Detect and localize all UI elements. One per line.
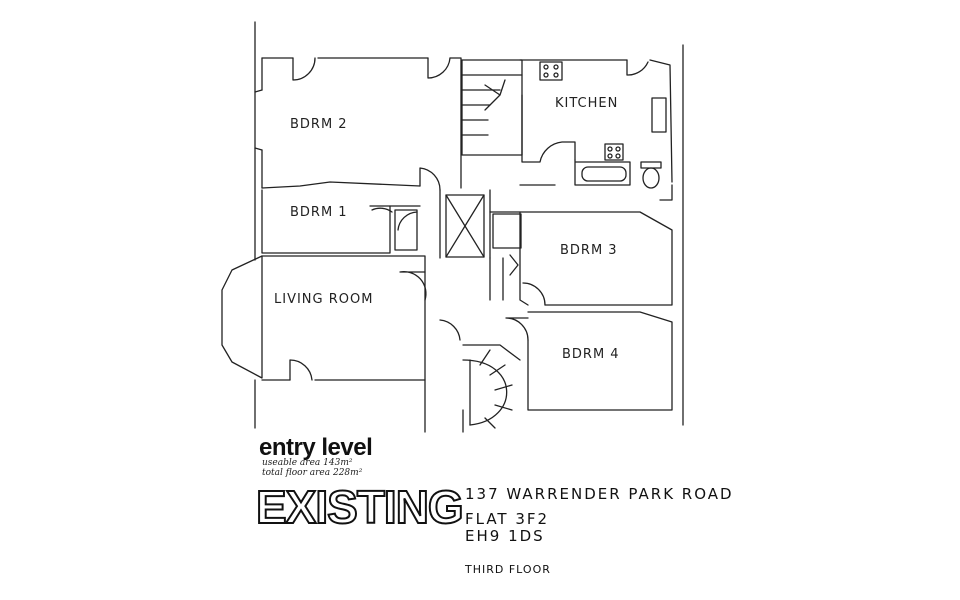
- living-room-bay: [221, 255, 263, 379]
- bedroom-2-south-wall: [261, 181, 421, 189]
- sink: [651, 97, 667, 133]
- main-stair: [461, 59, 523, 156]
- room-label-bedroom-4: BDRM 4: [562, 347, 620, 362]
- bedroom-3-cupboard: [492, 213, 522, 249]
- bedroom-1-door: [419, 167, 441, 191]
- bedroom-4-door: [505, 317, 529, 341]
- floor-label: THIRD FLOOR: [465, 563, 551, 576]
- bedroom-3-door: [522, 282, 546, 306]
- hob-2: [604, 143, 624, 161]
- bedroom-4-walls: [527, 311, 673, 411]
- room-label-kitchen: KITCHEN: [555, 96, 619, 111]
- living-room-hall-door: [399, 270, 427, 301]
- room-label-bedroom-2: BDRM 2: [290, 117, 348, 132]
- room-label-living-room: LIVING ROOM: [274, 292, 374, 307]
- level-title: entry level: [259, 434, 373, 461]
- hob: [539, 61, 563, 81]
- useable-area-note: useable area 143m²: [262, 458, 353, 468]
- bathtub: [574, 159, 631, 186]
- bedroom-1-cupboard: [394, 209, 418, 251]
- living-room-walls: [261, 255, 426, 381]
- bedroom-2-door-2: [427, 57, 451, 79]
- kitchen-walls: [519, 59, 673, 183]
- address-line-3: EH9 1DS: [465, 527, 545, 545]
- room-label-bedroom-1: BDRM 1: [290, 205, 348, 220]
- existing-stamp: EXISTING: [255, 481, 465, 533]
- living-room-door: [289, 359, 313, 381]
- room-label-bedroom-3: BDRM 3: [560, 243, 618, 258]
- total-floor-area-note: total floor area 228m²: [262, 468, 363, 478]
- address-line-1: 137 WARRENDER PARK ROAD: [465, 485, 734, 503]
- address-line-2: FLAT 3F2: [465, 510, 550, 528]
- bedroom-1-walls: [261, 189, 421, 254]
- skylight: [445, 194, 485, 258]
- bedroom-3-walls: [489, 211, 673, 306]
- spiral-stair: [462, 359, 508, 426]
- bedroom-2-walls: [261, 57, 462, 189]
- kitchen-door: [626, 59, 649, 76]
- bedroom-2-door-1: [292, 57, 316, 81]
- toilet: [642, 167, 660, 189]
